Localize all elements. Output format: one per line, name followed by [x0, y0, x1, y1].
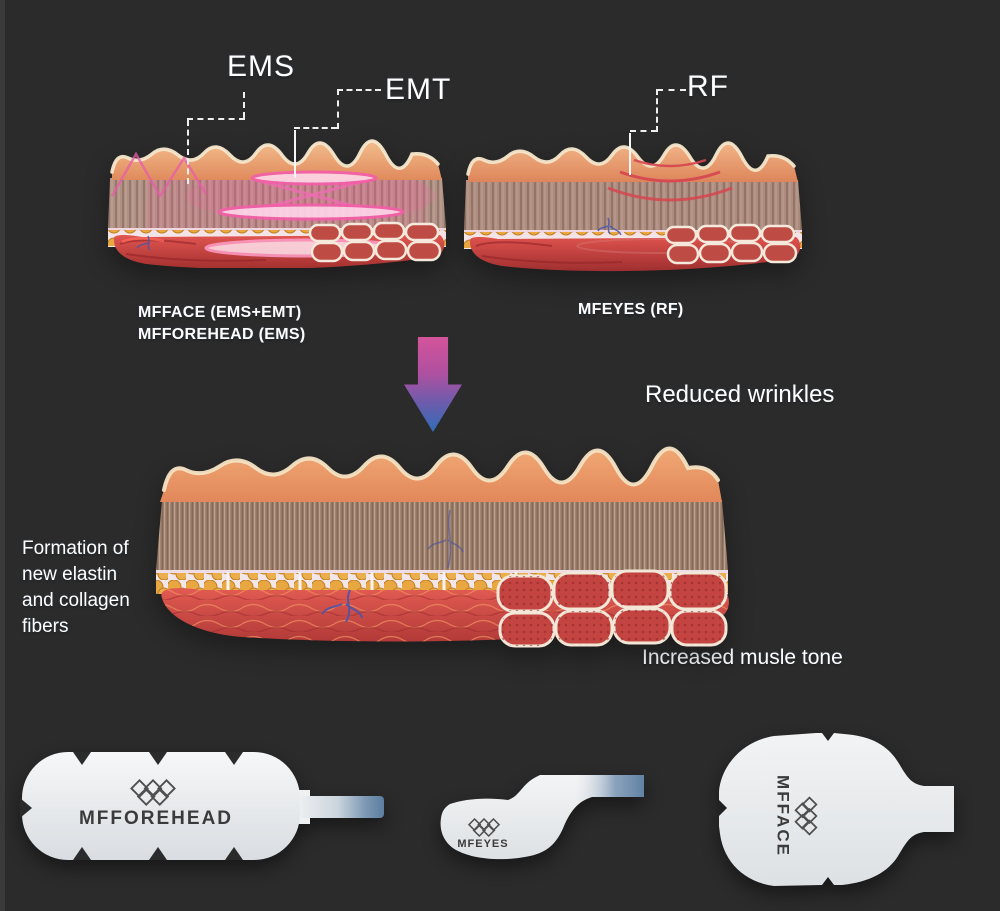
caption-line: MFFACE (EMS+EMT): [138, 304, 302, 321]
formation-line: and collagen: [22, 590, 130, 611]
formation-text: Formation of new elastin and collagen fi…: [22, 536, 130, 640]
formation-line: Formation of: [22, 538, 129, 559]
diamond-logo-icon: [468, 818, 500, 837]
mfface-label: MFFACE: [773, 775, 793, 857]
cable: [574, 775, 644, 802]
edge-notches: [20, 752, 243, 860]
rf-energy-waves: [576, 158, 748, 254]
emt-connector-line: [294, 130, 296, 178]
skin-section-ems-emt: [108, 139, 446, 268]
diamond-logo-icon: [130, 779, 176, 806]
dermis-layer: [464, 180, 802, 230]
increased-muscle-tone-text: Increased musle tone: [642, 646, 843, 669]
mfeyes-label: MFEYES: [457, 838, 509, 850]
rf-connector-line: [656, 89, 658, 132]
reduced-wrinkles-text: Reduced wrinkles: [645, 381, 835, 408]
dermis-layer: [156, 500, 728, 570]
dermis-fat-boundary: [156, 570, 728, 574]
mfface-label-group: MFFACE: [773, 756, 818, 876]
epidermis-layer: [110, 139, 442, 180]
ems-connector-line: [243, 92, 245, 118]
rf-connector-line: [657, 89, 686, 91]
ems-connector-line: [187, 120, 189, 184]
device-mfface: [719, 733, 954, 886]
muscle-bundles: [308, 221, 442, 263]
mfforehead-label: MFFOREHEAD: [78, 808, 234, 829]
blood-vessel: [321, 589, 363, 623]
device-mfforehead: [20, 752, 384, 860]
dermis-fat-boundary: [464, 230, 802, 233]
skin-section-result: [156, 446, 729, 648]
muscle-bundles: [664, 223, 798, 265]
ems-connector-line: [187, 118, 245, 120]
skin-section-rf: [464, 141, 802, 272]
diamond-logo-icon: [794, 796, 818, 836]
cable: [300, 796, 384, 818]
emt-label: EMT: [385, 73, 452, 106]
applicator-body: [719, 733, 954, 886]
caption-line: MFFOREHEAD (EMS): [138, 326, 306, 343]
device-mfeyes: [440, 775, 644, 860]
rf-connector-line: [630, 130, 657, 132]
blood-vessel: [427, 509, 464, 569]
emt-connector-line: [337, 89, 381, 91]
caption-mfeyes-group: MFEYES (RF): [578, 301, 684, 318]
rf-label: RF: [687, 70, 729, 103]
rf-connector-line: [629, 133, 631, 175]
ems-energy-waves: [110, 151, 408, 258]
formation-line: fibers: [22, 616, 69, 637]
blood-vessel: [597, 217, 622, 236]
formation-line: new elastin: [22, 564, 118, 585]
blood-vessel: [136, 235, 151, 251]
caption-mfface-group: MFFACE (EMS+EMT) MFFOREHEAD (EMS): [138, 302, 305, 346]
muscle-bundles: [496, 569, 728, 648]
down-arrow-icon: [404, 337, 462, 432]
ems-label: EMS: [227, 50, 296, 83]
dermis-fat-boundary: [108, 228, 446, 231]
emt-connector-line: [294, 127, 337, 129]
epidermis-layer: [160, 446, 722, 502]
applicator-body: [22, 752, 300, 860]
emt-connector-line: [337, 89, 339, 129]
